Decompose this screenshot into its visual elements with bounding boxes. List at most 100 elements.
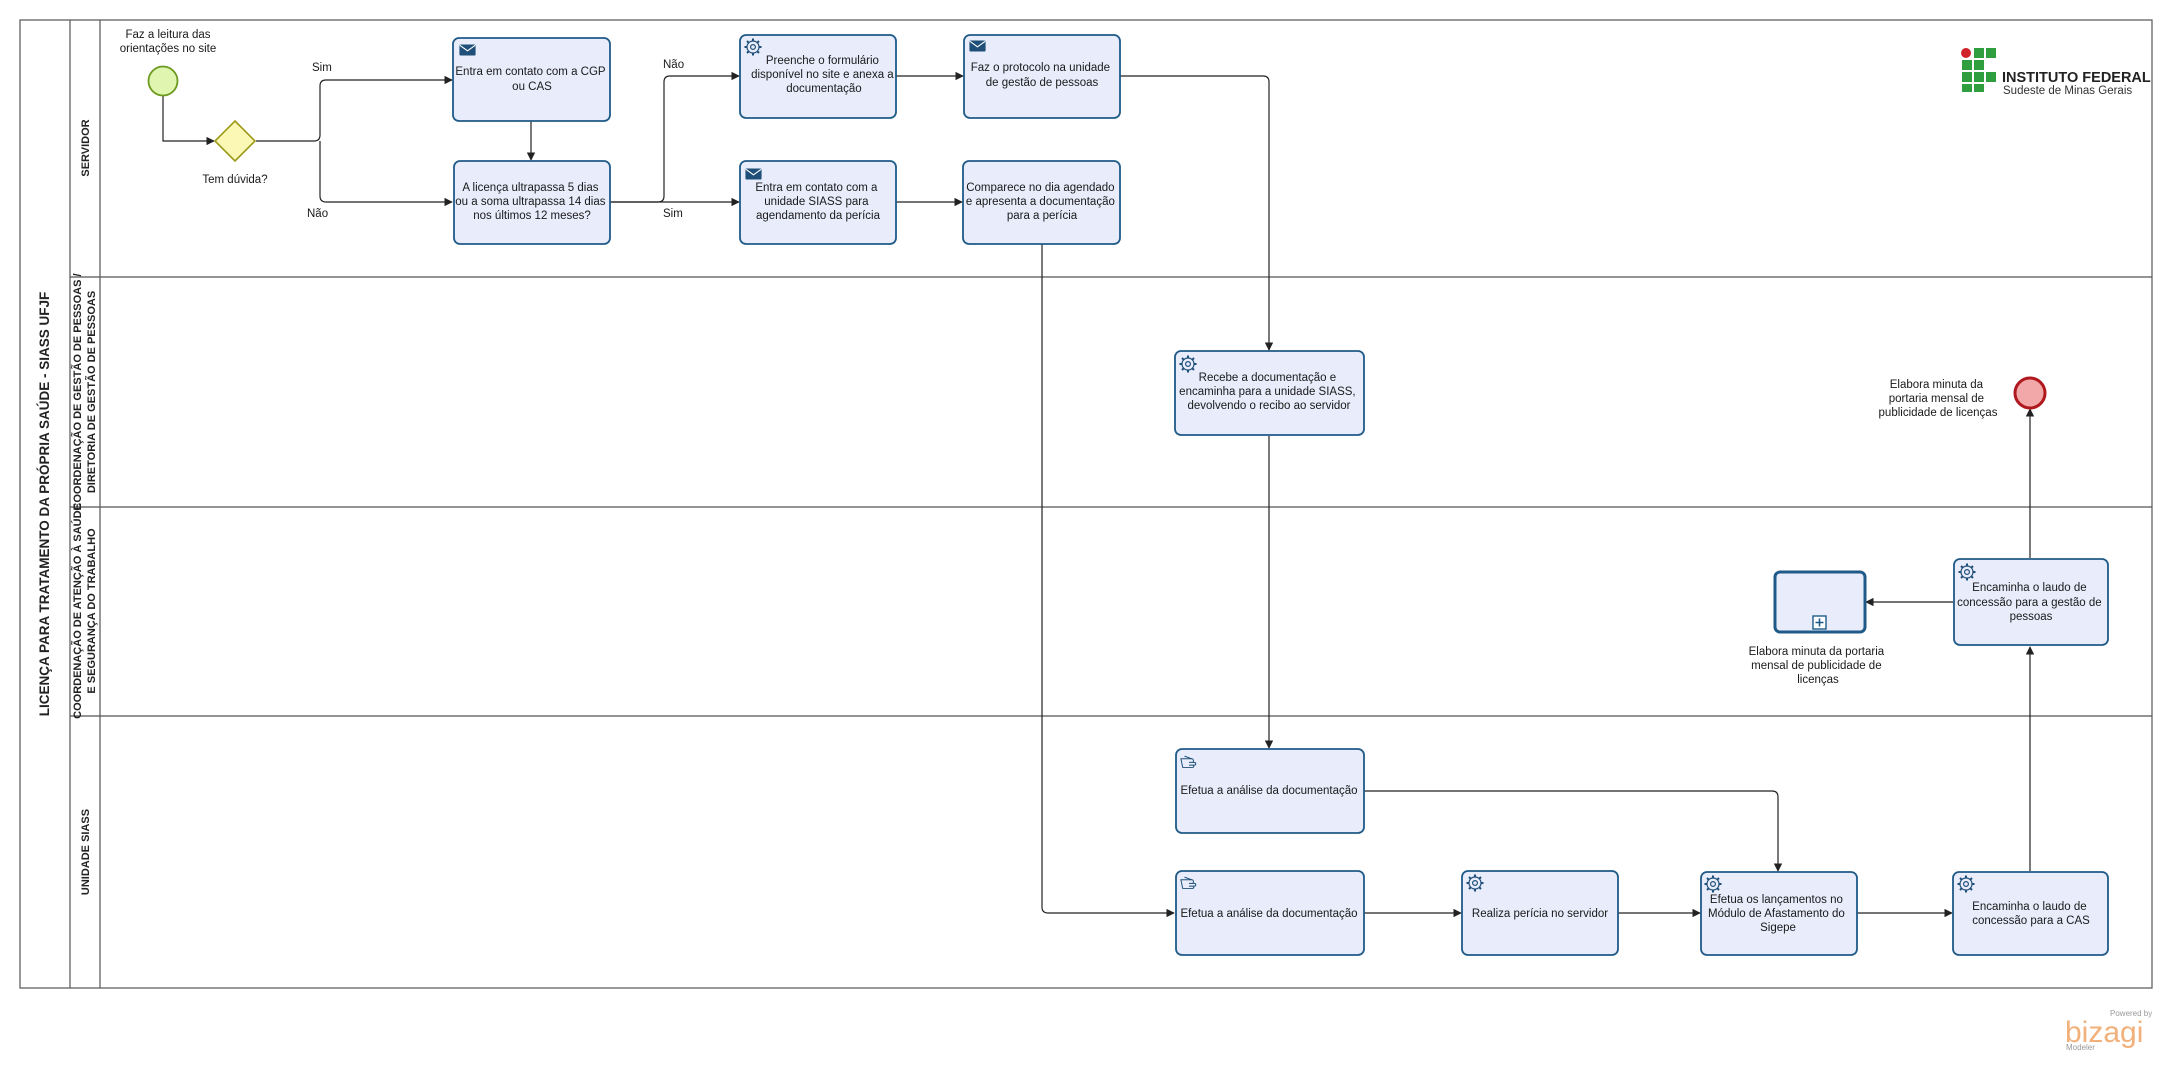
task-laudo-cas-line2: concessão para a CAS [1972, 915, 2090, 927]
task-siass-line1: Entra em contato com a [755, 182, 878, 194]
task-comparece[interactable]: Comparece no dia agendado e apresenta a … [962, 160, 1121, 245]
logo-green-squares [1962, 48, 1996, 92]
task-licenca-line2: ou a soma ultrapassa 14 dias [455, 196, 605, 208]
pool-title: LICENÇA PARA TRATAMENTO DA PRÓPRIA SAÚDE… [37, 292, 52, 717]
flow-start-to-gateway [162, 96, 215, 146]
task-pericia-line1: Realiza perícia no servidor [1472, 908, 1608, 920]
task-licenca-ultrapassa[interactable]: A licença ultrapassa 5 dias ou a soma ul… [453, 160, 611, 245]
task-formulario-line2: disponível no site e anexa a [751, 69, 894, 81]
subprocess-label-line3: licenças [1797, 674, 1839, 686]
task-protocolo-line1: Faz o protocolo na unidade [971, 62, 1110, 74]
task-laudo-cas-line1: Encaminha o laudo de [1972, 901, 2086, 913]
svg-text:Faz o protocolo na unidade: Faz o protocolo na unidade de gestão de … [971, 62, 1114, 89]
task-analise-1-line1: Efetua a análise da documentação [1180, 785, 1357, 797]
subprocess-label-line1: Elabora minuta da portaria [1749, 646, 1885, 658]
flow-protocolo-to-recebe [1120, 75, 1274, 351]
task-formulario-line1: Preenche o formulário [766, 55, 879, 67]
start-event-label-line1: Faz a leitura das [125, 29, 210, 41]
task-formulario-line3: documentação [786, 83, 861, 95]
instituto-federal-logo: INSTITUTO FEDERAL Sudeste de Minas Gerai… [1961, 48, 2151, 97]
lane-title-siass: UNIDADE SIASS [80, 809, 92, 895]
lane-title-cgp-line1: COORDENAÇÃO DE GESTÃO DE PESSOAS / [71, 273, 84, 510]
svg-text:Recebe a documentação e: Recebe a documentação e encaminha para a… [1179, 372, 1359, 412]
task-lancamentos-line3: Sigepe [1760, 922, 1796, 934]
task-analise-2-line1: Efetua a análise da documentação [1180, 908, 1357, 920]
flow-gateway-sim [256, 75, 453, 142]
bizagi-watermark: Powered by bizagi Modeler [2065, 1009, 2152, 1052]
task-faz-protocolo[interactable]: Faz o protocolo na unidade de gestão de … [963, 34, 1121, 119]
task-analise-1[interactable]: Efetua a análise da documentação [1175, 748, 1365, 834]
svg-text:Entra em contato com a u: Entra em contato com a unidade SIASS par… [755, 182, 880, 222]
bizagi-modeler: Modeler [2066, 1043, 2095, 1052]
task-laudo-gp-line1: Encaminha o laudo de [1972, 582, 2086, 594]
sequence-flows [162, 71, 2035, 918]
flow-label-sim-2: Sim [663, 208, 683, 220]
lane-title-cas-line1: COORDENAÇÃO DE ATENÇÃO À SAÚDE [71, 503, 84, 719]
task-licenca-line1: A licença ultrapassa 5 dias [462, 182, 598, 194]
end-event-label-line3: publicidade de licenças [1879, 407, 1998, 419]
message-icon [969, 40, 986, 52]
svg-text:Encaminha o laudo de con: Encaminha o laudo de concessão para a ge… [1957, 582, 2105, 623]
bizagi-name: bizagi [2065, 1016, 2143, 1049]
task-realiza-pericia[interactable]: Realiza perícia no servidor [1461, 870, 1619, 956]
task-efetua-lancamentos[interactable]: Efetua os lançamentos no Módulo de Afast… [1700, 871, 1858, 956]
flow-label-nao-2: Não [663, 59, 684, 71]
subprocess-label-line2: mensal de publicidade de [1751, 660, 1881, 672]
logo-red-dot [1961, 48, 1971, 58]
task-analise-2[interactable]: Efetua a análise da documentação [1175, 870, 1365, 956]
svg-text:Preenche o formulário di: Preenche o formulário disponível no site… [751, 55, 897, 95]
task-contato-cgp-line1: Entra em contato com a CGP [455, 66, 606, 78]
task-recebe-documentacao[interactable]: Recebe a documentação e encaminha para a… [1174, 350, 1365, 436]
task-siass-line2: unidade SIASS para [764, 196, 869, 208]
task-protocolo-line2: de gestão de pessoas [986, 77, 1099, 89]
logo-subtitle: Sudeste de Minas Gerais [2003, 85, 2132, 97]
task-laudo-gp-line3: pessoas [2010, 611, 2053, 623]
logo-name: INSTITUTO FEDERAL [2002, 70, 2151, 86]
task-licenca-line3: nos últimos 12 meses? [473, 210, 591, 222]
start-event-label: Faz a leitura das orientações no site [120, 29, 217, 55]
flow-label-nao-1: Não [307, 208, 328, 220]
task-contato-cgp-line2: ou CAS [512, 81, 552, 93]
subprocess-label: Elabora minuta da portaria mensal de pub… [1749, 646, 1888, 686]
gateway-label: Tem dúvida? [202, 174, 267, 186]
lane-titles: SERVIDOR COORDENAÇÃO DE GESTÃO DE PESSOA… [71, 119, 98, 895]
flow-comparece-to-analise2 [1041, 243, 1175, 918]
task-comparece-line3: para a perícia [1007, 210, 1078, 222]
end-event[interactable] [2013, 376, 2047, 410]
svg-text:Elabora minuta da portaria: Elabora minuta da portaria mensal de pub… [1749, 646, 1888, 686]
task-recebe-line2: encaminha para a unidade SIASS, [1179, 386, 1355, 398]
flow-labels: Sim Não Não Sim [307, 59, 684, 220]
lane-title-servidor: SERVIDOR [80, 119, 92, 176]
flow-label-sim-1: Sim [312, 62, 332, 74]
start-event[interactable] [147, 65, 179, 97]
task-recebe-line3: devolvendo o recibo ao servidor [1187, 400, 1350, 412]
message-icon [745, 168, 762, 180]
task-comparece-line2: e apresenta a documentação [966, 196, 1115, 208]
task-encaminha-laudo-cas[interactable]: Encaminha o laudo de concessão para a CA… [1952, 871, 2109, 956]
svg-text:Entra em contato com a CGP: Entra em contato com a CGP ou CAS [455, 66, 608, 93]
message-icon [459, 44, 476, 56]
svg-text:Comparece no dia agendado: Comparece no dia agendado e apresenta a … [966, 182, 1118, 222]
bizagi-powered: Powered by [2110, 1009, 2152, 1018]
gateway[interactable] [213, 119, 257, 163]
end-event-label: Elabora minuta da portaria mensal de pub… [1879, 379, 1998, 419]
svg-text:A licença ultrapassa 5 dias: A licença ultrapassa 5 dias ou a soma ul… [455, 182, 608, 222]
end-event-label-line1: Elabora minuta da [1890, 379, 1984, 391]
task-siass-line3: agendamento da perícia [756, 210, 881, 222]
svg-text:Elabora minuta da portar: Elabora minuta da portaria mensal de pub… [1879, 379, 1998, 419]
svg-text:Encaminha o laudo de con: Encaminha o laudo de concessão para a CA… [1972, 901, 2090, 927]
task-encaminha-laudo-gp[interactable]: Encaminha o laudo de concessão para a ge… [1953, 558, 2109, 646]
subprocess-elabora-minuta[interactable] [1773, 570, 1867, 634]
task-contato-cgp[interactable]: Entra em contato com a CGP ou CAS [452, 37, 611, 122]
flow-gateway-nao [319, 141, 453, 207]
end-event-label-line2: portaria mensal de [1889, 393, 1984, 405]
lane-title-cas-line2: E SEGURANÇA DO TRABALHO [86, 528, 98, 694]
lane-title-cgp-line2: DIRETORIA DE GESTÃO DE PESSOAS [85, 291, 98, 493]
task-contato-siass[interactable]: Entra em contato com a unidade SIASS par… [739, 160, 897, 245]
task-lancamentos-line1: Efetua os lançamentos no [1710, 894, 1843, 906]
task-preenche-formulario[interactable]: Preenche o formulário disponível no site… [739, 34, 897, 119]
task-recebe-line1: Recebe a documentação e [1199, 372, 1336, 384]
task-lancamentos-line2: Módulo de Afastamento do [1708, 908, 1845, 920]
svg-text:Efetua os lançamentos no: Efetua os lançamentos no Módulo de Afast… [1708, 894, 1848, 934]
